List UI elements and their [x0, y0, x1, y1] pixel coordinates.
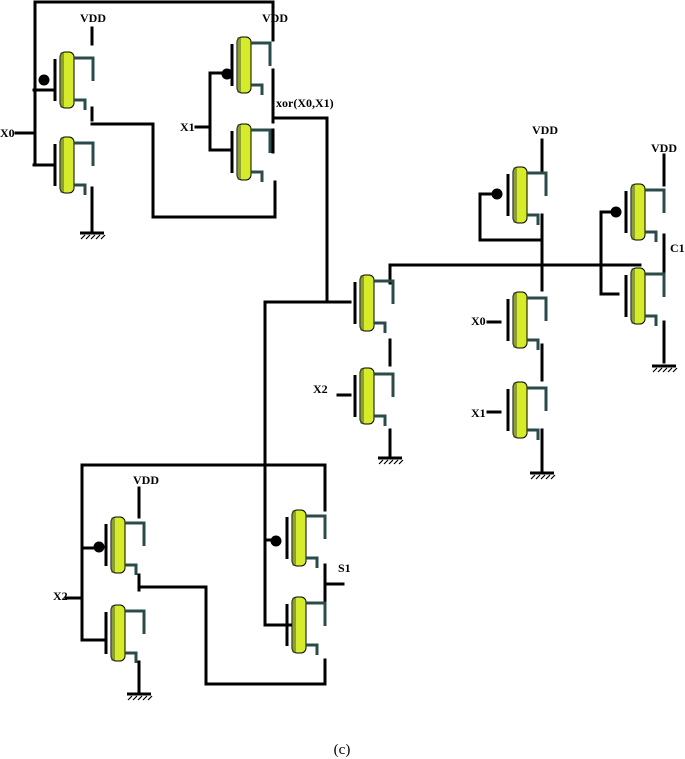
xor-output-label: xor(X0,X1): [276, 96, 334, 110]
figure-caption: (c): [334, 742, 351, 758]
vdd-label: VDD: [133, 473, 159, 487]
nmos-transistor: [624, 266, 666, 328]
inversion-bubble: [610, 206, 622, 218]
pmos-transistor: [53, 50, 95, 112]
x0-input-label: X0: [471, 314, 486, 328]
s1-output-label: S1: [338, 561, 351, 575]
nmos-transistor: [353, 366, 395, 428]
nmos-transistor: [506, 380, 548, 442]
ground-icon: [528, 471, 557, 481]
vdd-label: VDD: [80, 11, 106, 25]
vdd-label: VDD: [262, 11, 288, 25]
inverter-x0: [14, 0, 277, 241]
sum-stage-s1: [263, 508, 345, 657]
pmos-transistor: [506, 165, 548, 227]
pmos-transistor: [285, 508, 327, 570]
x0-input-label: X0: [0, 126, 15, 140]
pmos-transistor: [624, 182, 666, 244]
c1-output-label: C1: [670, 241, 685, 255]
x1-input-label: X1: [471, 406, 486, 420]
pmos-transistor: [230, 35, 272, 97]
pass-transistor: [353, 273, 395, 335]
x2-input-label: X2: [53, 589, 68, 603]
ground-icon: [125, 692, 154, 702]
ground-icon: [78, 231, 107, 241]
nmos-transistor: [506, 290, 548, 352]
inversion-bubble: [38, 74, 50, 86]
ground-icon: [376, 456, 405, 466]
nmos-transistor: [285, 595, 327, 657]
xor-stage: [194, 35, 329, 302]
inversion-bubble: [491, 188, 503, 200]
nmos-transistor: [53, 135, 95, 197]
inversion-bubble: [93, 541, 105, 553]
vdd-label: VDD: [651, 141, 677, 155]
pmos-transistor: [104, 515, 146, 577]
ground-icon: [650, 364, 679, 374]
x1-input-label: X1: [180, 120, 195, 134]
nmos-transistor: [104, 603, 146, 665]
x2-input-label: X2: [313, 382, 328, 396]
inverter-x2: [64, 463, 327, 702]
nand-x0-x1: [478, 138, 557, 481]
vdd-label: VDD: [532, 123, 558, 137]
inversion-bubble: [221, 68, 233, 80]
nmos-transistor: [230, 122, 272, 184]
inversion-bubble: [270, 535, 282, 547]
carry-pass-stage: [263, 263, 642, 627]
output-inverter-c1: [599, 153, 679, 374]
